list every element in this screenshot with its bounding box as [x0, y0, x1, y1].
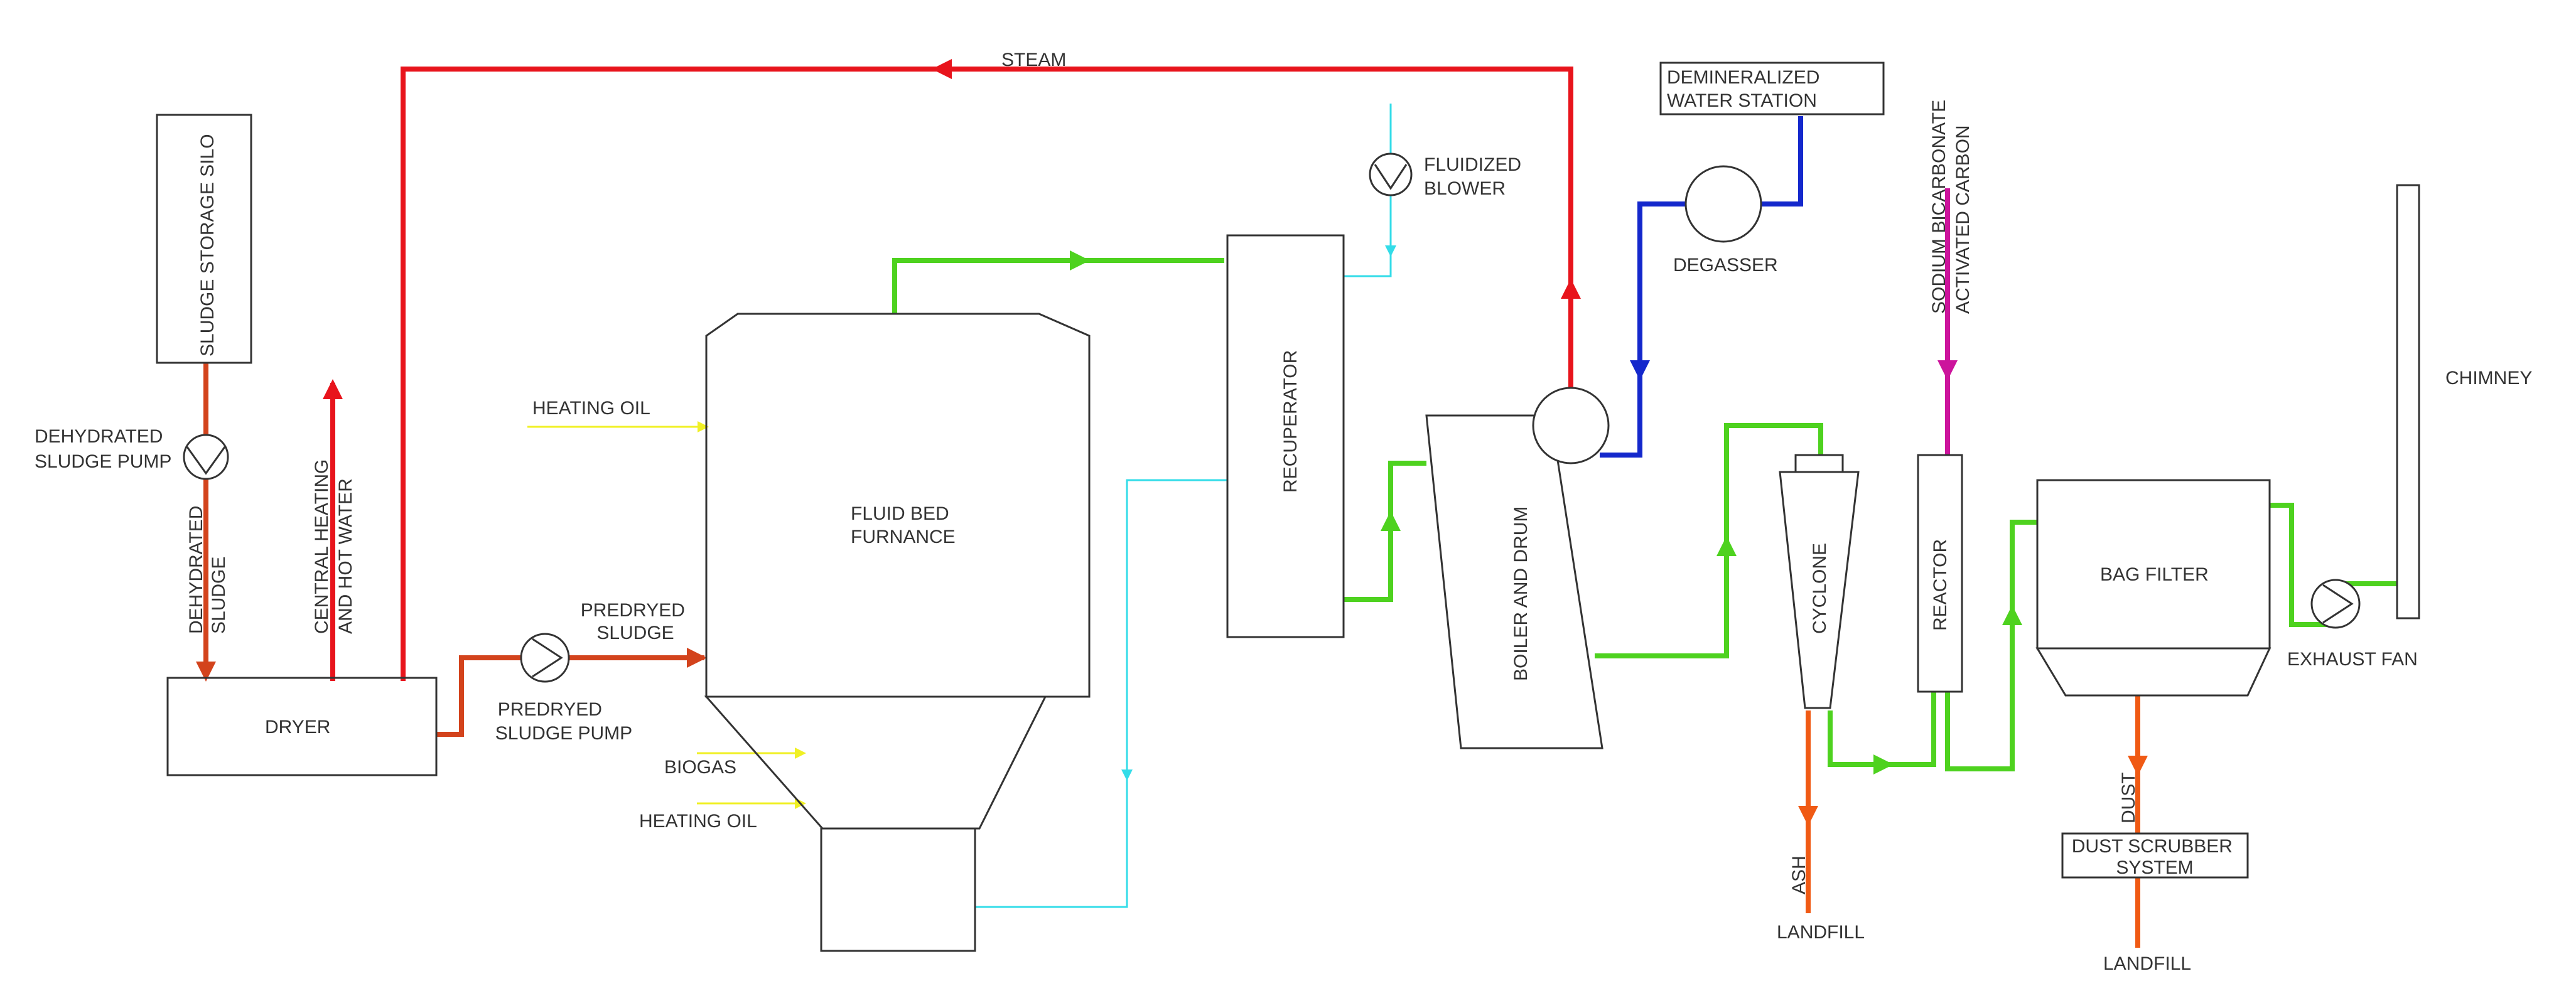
- label-dryer: DRYER: [265, 717, 330, 737]
- steam-line: [401, 67, 1573, 681]
- label-fluidized-blower: FLUIDIZED BLOWER: [1424, 154, 1526, 199]
- label-demineralized-water-station-line1: DEMINERALIZED: [1667, 67, 1819, 88]
- predryed-sludge-line: [436, 655, 704, 737]
- label-predryed-sludge-line1: PREDRYED: [581, 600, 685, 621]
- label-central-heating: CENTRAL HEATING AND HOT WATER: [311, 454, 356, 634]
- flue-gas-boiler-to-cyclone: [1595, 423, 1823, 658]
- chimney: [2396, 184, 2420, 619]
- flue-gas-cyclone-to-reactor: [1828, 692, 1936, 767]
- label-boiler-and-drum: BOILER AND DRUM: [1511, 507, 1531, 681]
- label-central-heating-line2: AND HOT WATER: [335, 478, 356, 634]
- label-ash: ASH: [1789, 855, 1809, 894]
- air-blower-to-recuperator: [1344, 195, 1392, 277]
- label-sodium-bicarbonate: SODIUM BICARBONATE ACTIVATED CARBON: [1929, 95, 1973, 314]
- cyclone-top: [1794, 454, 1844, 473]
- label-cyclone: CYCLONE: [1809, 543, 1830, 634]
- label-central-heating-line1: CENTRAL HEATING: [311, 459, 332, 634]
- label-landfill-dust: LANDFILL: [2103, 953, 2191, 974]
- label-landfill-ash: LANDFILL: [1777, 922, 1865, 943]
- dehydrated-sludge-pump-icon: [183, 434, 229, 480]
- label-fluidized-blower-line1: FLUIDIZED: [1424, 154, 1521, 175]
- air-recuperator-to-furnance: [975, 479, 1227, 908]
- label-steam: STEAM: [1001, 50, 1066, 70]
- flue-gas-reactor-to-bagfilter: [1945, 520, 2037, 771]
- label-fluid-bed-furnance: FLUID BED FURNANCE: [851, 503, 956, 547]
- label-demineralized-water-station: DEMINERALIZED WATER STATION: [1667, 67, 1825, 111]
- label-heating-oil-bottom: HEATING OIL: [639, 811, 757, 832]
- label-dehydrated-sludge-line2: SLUDGE: [208, 557, 229, 634]
- label-reactor: REACTOR: [1930, 539, 1951, 631]
- flue-gas-recuperator-to-boiler: [1344, 461, 1426, 602]
- label-fluid-bed-furnance-line2: FURNANCE: [851, 527, 956, 547]
- boiler-and-drum: [1425, 414, 1603, 749]
- fluidized-blower-icon: [1369, 153, 1413, 196]
- degasser-to-drum: [1600, 201, 1686, 458]
- label-dust-scrubber-system: DUST SCRUBBER SYSTEM: [2072, 836, 2238, 878]
- reactor: [1917, 454, 1963, 693]
- label-dehydrated-sludge-pump-line2: SLUDGE PUMP: [35, 451, 171, 472]
- degasser-icon: [1684, 165, 1762, 243]
- drum-icon: [1532, 387, 1610, 464]
- water-station-to-degasser: [1761, 116, 1803, 206]
- label-dehydrated-sludge-pump-line1: DEHYDRATED: [35, 426, 163, 447]
- label-sodium-bicarbonate-line1: SODIUM BICARBONATE: [1929, 100, 1949, 314]
- bag-filter-hopper: [2035, 647, 2272, 697]
- label-fluidized-blower-line2: BLOWER: [1424, 178, 1506, 199]
- label-demineralized-water-station-line2: WATER STATION: [1667, 90, 1817, 111]
- sludge-storage-silo: [156, 114, 252, 364]
- dust-scrubber-system: [2061, 832, 2249, 879]
- label-dehydrated-sludge-pump: DEHYDRATED SLUDGE PUMP: [35, 426, 171, 472]
- label-degasser: DEGASSER: [1673, 255, 1778, 276]
- label-predryed-sludge-pump-line1: PREDRYED: [498, 699, 602, 720]
- label-recuperator: RECUPERATOR: [1280, 350, 1301, 493]
- label-predryed-sludge-pump: PREDRYED SLUDGE PUMP: [495, 699, 632, 744]
- exhaust-fan-icon: [2310, 579, 2361, 629]
- predryed-sludge-pump-icon: [520, 633, 570, 683]
- label-exhaust-fan: EXHAUST FAN: [2287, 649, 2418, 670]
- label-dust: DUST: [2118, 772, 2139, 823]
- label-dust-scrubber-system-line1: DUST SCRUBBER: [2072, 836, 2233, 857]
- label-predryed-sludge: PREDRYED SLUDGE: [581, 600, 691, 643]
- demineralized-water-station: [1659, 62, 1885, 115]
- furnance-cone: [704, 695, 1047, 830]
- recuperator: [1226, 234, 1345, 638]
- label-dehydrated-sludge: DEHYDRATED SLUDGE: [186, 500, 229, 634]
- label-bag-filter: BAG FILTER: [2100, 564, 2209, 585]
- label-fluid-bed-furnance-line1: FLUID BED: [851, 503, 949, 524]
- label-dust-scrubber-system-line2: SYSTEM: [2116, 857, 2193, 878]
- label-sludge-storage-silo: SLUDGE STORAGE SILO: [197, 134, 218, 357]
- label-chimney: CHIMNEY: [2445, 368, 2532, 389]
- furnance-bottom: [820, 827, 976, 952]
- label-dehydrated-sludge-line1: DEHYDRATED: [186, 506, 207, 634]
- label-predryed-sludge-line2: SLUDGE: [596, 623, 674, 643]
- label-heating-oil-top: HEATING OIL: [532, 398, 650, 419]
- label-predryed-sludge-pump-line2: SLUDGE PUMP: [495, 723, 632, 744]
- label-sodium-bicarbonate-line2: ACTIVATED CARBON: [1953, 125, 1973, 314]
- label-biogas: BIOGAS: [664, 757, 736, 778]
- dryer: [166, 677, 438, 776]
- flue-gas-furnance-to-recuperator: [892, 258, 1224, 314]
